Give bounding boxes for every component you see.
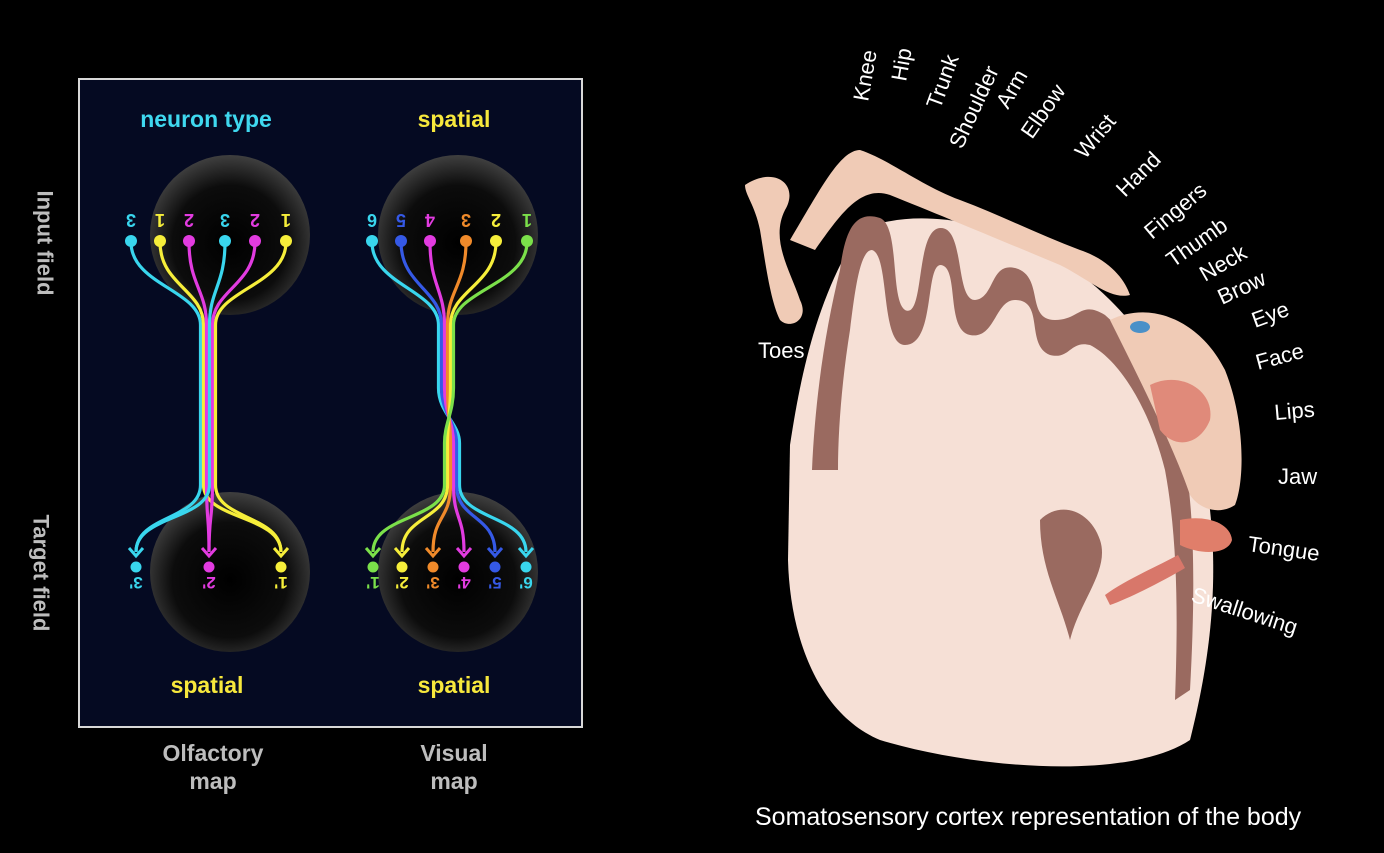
visual-target-label-4: 4' (457, 573, 471, 592)
olfactory-map-label-line1: Olfactory (162, 740, 264, 766)
olfactory-neuron-label-6: 1 (281, 210, 291, 230)
olfactory-target-label-1: 3' (129, 573, 143, 592)
visual-target-fork-2 (393, 547, 411, 559)
visual-target-dot-4 (458, 561, 470, 573)
olfactory-neuron-soma-6 (280, 235, 292, 247)
caption: Somatosensory cortex representation of t… (755, 803, 1302, 831)
visual-target-dot-3 (427, 561, 439, 573)
olfactory-neuron-label-3: 2 (184, 210, 194, 230)
visual-target-fork-6 (517, 547, 535, 559)
visual-axon-6 (371, 241, 529, 553)
tongue (1180, 518, 1232, 552)
olfactory-target-fork-1 (127, 547, 145, 559)
cortex-sulcus (1040, 509, 1103, 640)
visual-neuron-label-5: 2 (491, 210, 501, 230)
lips (1150, 379, 1211, 443)
visual-map-label-line1: Visual (420, 740, 488, 766)
field-oval-3 (378, 492, 538, 652)
body-part-label-lips: Lips (1273, 397, 1315, 425)
visual-target-dot-5 (489, 561, 501, 573)
olfactory-target-label-3: 1' (274, 573, 288, 592)
olfactory-neuron-soma-1 (125, 235, 137, 247)
visual-neuron-soma-6 (521, 235, 533, 247)
olfactory-neuron-label-2: 1 (155, 210, 165, 230)
olfactory-neuron-label-5: 2 (250, 210, 260, 230)
visual-target-fork-3 (424, 547, 442, 559)
visual-target-dot-2 (396, 561, 408, 573)
olfactory-neuron-soma-4 (219, 235, 231, 247)
body-part-label-toes: Toes (758, 338, 804, 363)
body-part-label-hand: Hand (1111, 147, 1166, 202)
field-oval-1 (378, 155, 538, 315)
visual-target-fork-1 (364, 547, 382, 559)
olfactory-neuron-label-1: 3 (126, 210, 136, 230)
body-part-label-eye: Eye (1248, 296, 1292, 332)
olfactory-target-fork-2 (200, 547, 218, 559)
olfactory-axon-6 (213, 241, 288, 553)
eye (1130, 321, 1150, 333)
olfactory-target-dot-2 (203, 561, 215, 573)
olfactory-target-title: spatial (171, 672, 244, 698)
visual-input-title: spatial (418, 106, 491, 132)
visual-neuron-soma-1 (366, 235, 378, 247)
olfactory-axon-1 (129, 241, 203, 553)
olfactory-target-fork-3 (272, 547, 290, 559)
olfactory-neuron-soma-5 (249, 235, 261, 247)
visual-target-label-2: 2' (395, 573, 409, 592)
visual-target-dot-6 (520, 561, 532, 573)
body-part-label-face: Face (1253, 338, 1307, 375)
field-oval-0 (150, 155, 310, 315)
visual-target-label-3: 3' (426, 573, 440, 592)
visual-target-fork-5 (486, 547, 504, 559)
visual-neuron-label-4: 3 (461, 210, 471, 230)
visual-target-label-6: 6' (519, 573, 533, 592)
visual-neuron-soma-2 (395, 235, 407, 247)
visual-target-label-1: 1' (366, 573, 380, 592)
visual-target-title: spatial (418, 672, 491, 698)
visual-neuron-soma-4 (460, 235, 472, 247)
olfactory-neuron-soma-3 (183, 235, 195, 247)
target-field-label: Target field (28, 514, 54, 632)
visual-neuron-soma-3 (424, 235, 436, 247)
olfactory-neuron-soma-2 (154, 235, 166, 247)
input-field-label: Input field (32, 190, 58, 296)
body-part-label-jaw: Jaw (1278, 464, 1317, 489)
body-part-label-wrist: Wrist (1070, 109, 1121, 163)
visual-neuron-label-1: 6 (367, 210, 377, 230)
visual-neuron-label-3: 4 (425, 210, 435, 230)
leg-outline (745, 176, 803, 324)
olfactory-neuron-label-4: 3 (220, 210, 230, 230)
pharynx (1105, 555, 1185, 605)
cortex-gray-matter (812, 216, 1194, 700)
olfactory-target-dot-3 (275, 561, 287, 573)
olfactory-input-title: neuron type (140, 106, 272, 132)
arm-outline (790, 150, 1130, 296)
visual-target-dot-1 (367, 561, 379, 573)
visual-map-label-line2: map (430, 768, 478, 794)
visual-neuron-label-6: 1 (522, 210, 532, 230)
visual-target-label-5: 5' (488, 573, 502, 592)
olfactory-map-label: Olfactory map (133, 739, 293, 795)
olfactory-axon-5 (207, 241, 257, 553)
body-part-label-tongue: Tongue (1246, 531, 1321, 566)
visual-map-label: Visual map (374, 739, 534, 795)
visual-neuron-soma-5 (490, 235, 502, 247)
olfactory-target-label-2: 2' (202, 573, 216, 592)
olfactory-axon-3 (187, 241, 211, 553)
visual-target-fork-4 (455, 547, 473, 559)
olfactory-map-label-line2: map (189, 768, 237, 794)
visual-neuron-label-2: 5 (396, 210, 406, 230)
body-part-label-hip: Hip (886, 46, 916, 83)
body-part-label-knee: Knee (848, 48, 882, 103)
olfactory-target-dot-1 (130, 561, 142, 573)
body-part-label-trunk: Trunk (921, 50, 964, 112)
olfactory-axon-4 (134, 241, 227, 553)
olfactory-axon-2 (158, 241, 283, 553)
